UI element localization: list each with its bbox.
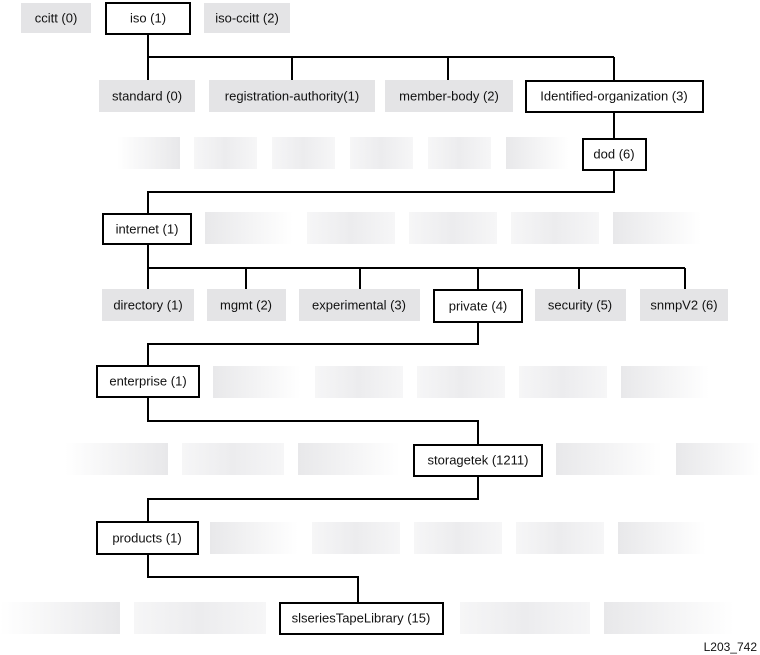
node-label: internet (1) [116, 222, 179, 237]
placeholder-row-level4 [205, 212, 701, 244]
placeholder-box [194, 137, 257, 169]
placeholder-box [519, 366, 607, 398]
node-label: products (1) [112, 531, 181, 546]
placeholder-box [65, 443, 168, 475]
placeholder-box [298, 443, 400, 475]
node-products: products (1) [96, 521, 199, 555]
node-experimental: experimental (3) [299, 289, 420, 321]
placeholder-box [213, 366, 301, 398]
placeholder-box [417, 366, 505, 398]
placeholder-row-level8 [210, 522, 706, 554]
placeholder-box [414, 522, 502, 554]
placeholder-box [307, 212, 395, 244]
placeholder-box [409, 212, 497, 244]
placeholder-row-level6 [213, 366, 709, 398]
placeholder-box [205, 212, 293, 244]
node-label: directory (1) [113, 298, 182, 313]
placeholder-box [460, 602, 590, 634]
node-registration-authority: registration-authority(1) [209, 80, 375, 112]
figure-caption: L203_742 [704, 640, 758, 654]
placeholder-box [676, 443, 760, 475]
placeholder-row-level3 [117, 137, 569, 169]
node-label: enterprise (1) [109, 374, 186, 389]
node-internet: internet (1) [102, 213, 192, 245]
placeholder-box [604, 602, 734, 634]
node-label: private (4) [449, 299, 508, 314]
node-slseries-tape-library: slseriesTapeLibrary (15) [279, 602, 444, 635]
node-label: registration-authority(1) [225, 89, 359, 104]
placeholder-box [511, 212, 599, 244]
placeholder-box [613, 212, 701, 244]
placeholder-box [134, 602, 266, 634]
node-label: security (5) [548, 298, 612, 313]
node-identified-organization: Identified-organization (3) [525, 80, 704, 113]
placeholder-row-level7 [65, 443, 760, 475]
placeholder-box [182, 443, 284, 475]
placeholder-row-level9 [0, 602, 734, 634]
node-label: iso-ccitt (2) [215, 11, 279, 26]
node-label: member-body (2) [399, 89, 499, 104]
node-label: snmpV2 (6) [650, 298, 717, 313]
placeholder-box [210, 522, 298, 554]
placeholder-box [315, 366, 403, 398]
node-iso-ccitt: iso-ccitt (2) [204, 3, 290, 33]
node-label: mgmt (2) [220, 298, 272, 313]
node-label: slseriesTapeLibrary (15) [292, 611, 431, 626]
placeholder-box [556, 443, 662, 475]
node-snmpv2: snmpV2 (6) [640, 289, 728, 321]
placeholder-box [272, 137, 335, 169]
placeholder-box [312, 522, 400, 554]
placeholder-box [516, 522, 604, 554]
connector-lines [147, 35, 686, 603]
node-label: dod (6) [593, 147, 634, 162]
node-storagetek: storagetek (1211) [413, 444, 543, 477]
node-directory: directory (1) [102, 289, 194, 321]
node-label: storagetek (1211) [428, 453, 529, 468]
placeholder-box [621, 366, 709, 398]
node-enterprise: enterprise (1) [96, 365, 200, 398]
node-label: standard (0) [112, 89, 182, 104]
placeholder-box [0, 602, 120, 634]
node-dod: dod (6) [582, 138, 647, 171]
node-iso: iso (1) [105, 2, 191, 35]
node-member-body: member-body (2) [385, 80, 513, 112]
node-security: security (5) [535, 289, 626, 321]
placeholder-box [117, 137, 180, 169]
node-private: private (4) [433, 289, 523, 323]
node-label: ccitt (0) [35, 11, 78, 26]
placeholder-box [350, 137, 413, 169]
placeholder-box [428, 137, 491, 169]
placeholder-box [506, 137, 569, 169]
placeholder-box [618, 522, 706, 554]
node-label: iso (1) [130, 11, 166, 26]
node-ccitt: ccitt (0) [21, 3, 91, 33]
node-standard: standard (0) [99, 80, 195, 112]
node-mgmt: mgmt (2) [207, 289, 286, 321]
node-label: Identified-organization (3) [540, 89, 687, 104]
node-label: experimental (3) [312, 298, 406, 313]
